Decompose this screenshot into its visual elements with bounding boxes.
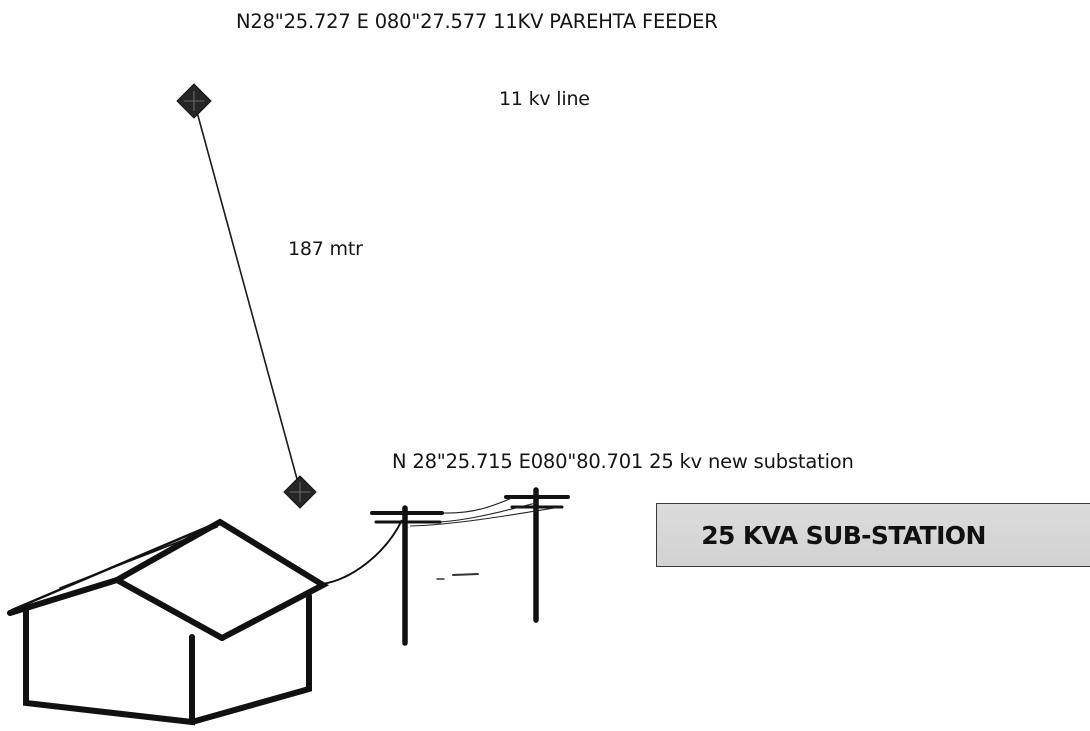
start-marker-icon (176, 83, 212, 119)
utility-pole-1-icon (370, 505, 444, 646)
stray-marks (436, 573, 479, 580)
substation-coordinates-label: N 28"25.715 E080"80.701 25 kv new substa… (392, 450, 854, 473)
substation-box-label: 25 KVA SUB-STATION (701, 520, 986, 550)
feeder-coordinates-label: N28"25.727 E 080"27.577 11KV PAREHTA FEE… (236, 10, 718, 33)
overhead-conductors (409, 497, 561, 527)
substation-box: 25 KVA SUB-STATION (656, 503, 1090, 567)
line-type-label: 11 kv line (499, 88, 590, 110)
line-segment (193, 100, 301, 491)
utility-pole-2-icon (504, 487, 570, 623)
distance-label: 187 mtr (288, 238, 363, 260)
service-cable (321, 519, 403, 585)
end-marker-icon (283, 475, 317, 509)
house-icon (7, 518, 330, 726)
